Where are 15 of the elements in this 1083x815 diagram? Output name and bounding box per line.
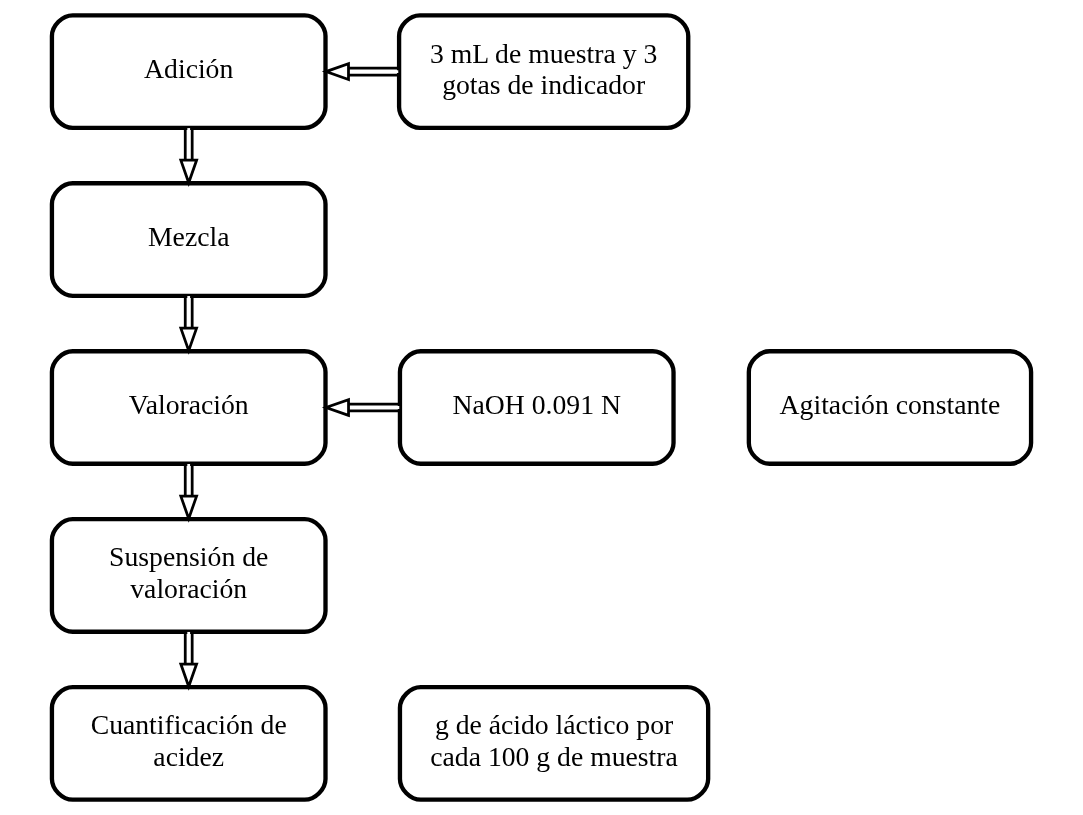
node-box: 3 mL de muestra y 3 gotas de indicador bbox=[396, 13, 691, 131]
node-box: Valoración bbox=[49, 349, 328, 466]
node-box: Cuantificación de acidez bbox=[49, 684, 328, 802]
arrow bbox=[178, 296, 199, 355]
node-box: Adición bbox=[49, 13, 328, 131]
node-box: NaOH 0.091 N bbox=[397, 349, 676, 466]
arrow bbox=[178, 631, 199, 691]
node-box: Suspensión de valoración bbox=[49, 517, 328, 634]
arrow bbox=[321, 61, 399, 82]
arrow bbox=[321, 397, 400, 418]
node-box: Agitación constante bbox=[746, 349, 1034, 466]
arrow bbox=[178, 464, 199, 523]
node-box: Mezcla bbox=[49, 181, 328, 298]
arrow bbox=[178, 128, 199, 187]
node-box: g de ácido láctico por cada 100 g de muestra bbox=[397, 684, 711, 802]
